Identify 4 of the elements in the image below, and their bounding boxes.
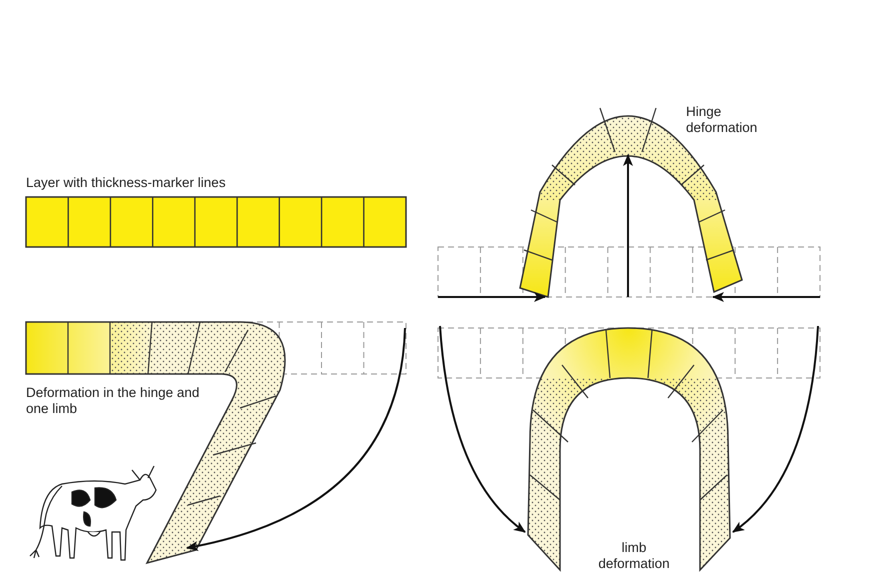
figure-label: Layer with thickness-marker lines [26,175,227,191]
figure-label: limb deformation [597,540,671,572]
figure-label: Deformation in the hinge and one limb [26,385,200,417]
figure-label: Hinge deformation [686,104,758,136]
